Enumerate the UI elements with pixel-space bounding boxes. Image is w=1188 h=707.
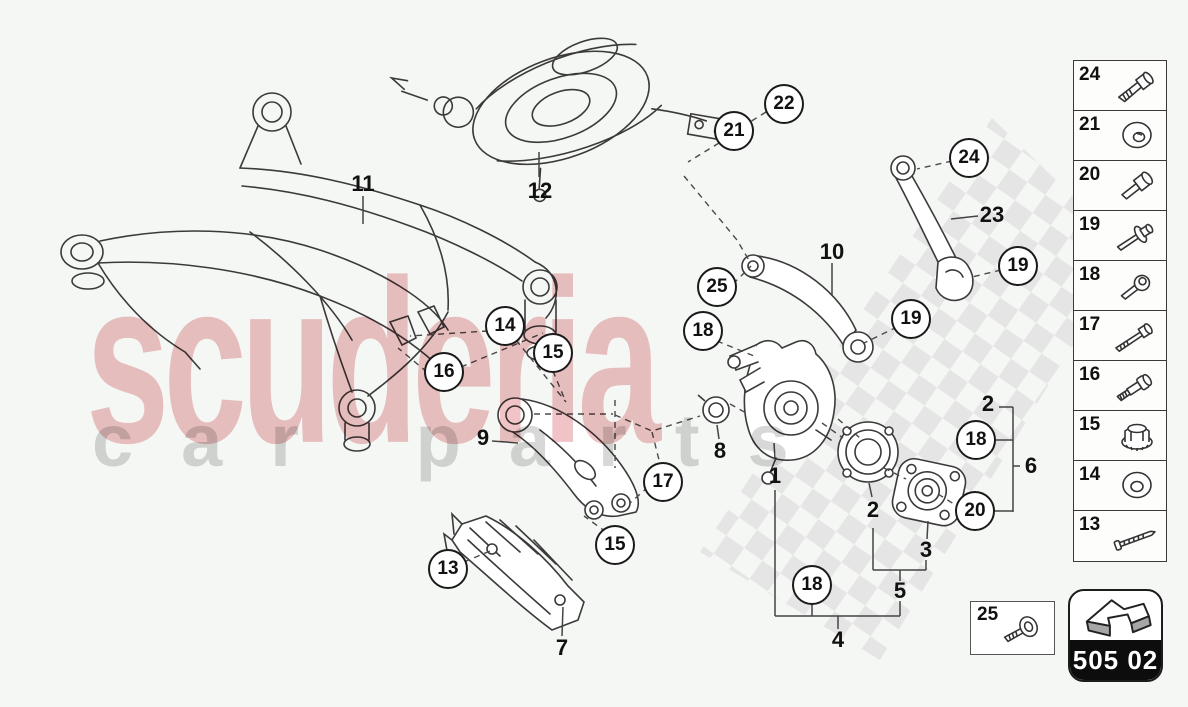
legend-item-14: 14 bbox=[1074, 461, 1166, 511]
washer-icon bbox=[1122, 471, 1152, 499]
legend-item-16: 16 bbox=[1074, 361, 1166, 411]
eccentric-bolt-inset-box: 25 bbox=[970, 601, 1055, 655]
legend-item-label: 13 bbox=[1079, 514, 1101, 535]
knuckle-drawing bbox=[727, 339, 836, 485]
bracket-lines bbox=[362, 152, 1020, 637]
legend-item-17: 17 bbox=[1074, 311, 1166, 361]
legend-item-label: 24 bbox=[1079, 64, 1101, 85]
wheel-bearing-drawing bbox=[837, 421, 899, 483]
legend-item-20: 20 bbox=[1074, 161, 1166, 211]
lower-control-arm-drawing bbox=[497, 397, 640, 520]
bushing-drawing bbox=[697, 394, 730, 424]
legend-item-24: 24 bbox=[1074, 61, 1166, 111]
legend-item-label: 19 bbox=[1079, 214, 1101, 235]
section-code-badge: 505 02 bbox=[1068, 589, 1163, 682]
differential-drawing bbox=[389, 37, 732, 203]
inset-item-label: 25 bbox=[977, 604, 999, 625]
direction-arrow-icon bbox=[1085, 599, 1152, 637]
skid-plate-drawing bbox=[442, 511, 585, 631]
hex-bolt-long-icon bbox=[1118, 71, 1154, 103]
legend-item-label: 15 bbox=[1079, 414, 1101, 435]
legend-item-label: 18 bbox=[1079, 264, 1101, 285]
legend-item-13: 13 bbox=[1074, 511, 1166, 561]
legend-item-label: 17 bbox=[1079, 314, 1101, 335]
legend-item-15: 15 bbox=[1074, 411, 1166, 461]
legend-item-label: 14 bbox=[1079, 464, 1101, 485]
legend-item-19: 19 bbox=[1074, 211, 1166, 261]
shoulder-bolt-icon bbox=[1116, 373, 1153, 402]
toe-link-drawing bbox=[890, 155, 974, 302]
threaded-stud-icon bbox=[1113, 530, 1156, 551]
round-head-bolt-icon bbox=[1120, 274, 1151, 300]
fastener-legend: 24 21 20 19 bbox=[1073, 60, 1167, 562]
rear-subframe-drawing bbox=[60, 92, 558, 452]
legend-item-18: 18 bbox=[1074, 261, 1166, 311]
wheel-hub-drawing bbox=[891, 457, 967, 527]
legend-item-label: 16 bbox=[1079, 364, 1101, 385]
camber-arm-drawing bbox=[741, 254, 874, 363]
section-code: 505 02 bbox=[1070, 640, 1161, 680]
hex-bolt-thin-icon bbox=[1115, 323, 1153, 352]
flange-screw-icon bbox=[1116, 223, 1154, 251]
legend-item-label: 21 bbox=[1079, 114, 1101, 135]
legend-item-21: 21 bbox=[1074, 111, 1166, 161]
legend-item-label: 20 bbox=[1079, 164, 1101, 185]
flange-nut-icon bbox=[1121, 423, 1153, 451]
cap-washer-icon bbox=[1122, 121, 1152, 149]
eccentric-bolt-icon bbox=[1003, 616, 1038, 643]
leader-lines bbox=[397, 111, 1002, 563]
hex-bolt-short-icon bbox=[1121, 171, 1154, 200]
